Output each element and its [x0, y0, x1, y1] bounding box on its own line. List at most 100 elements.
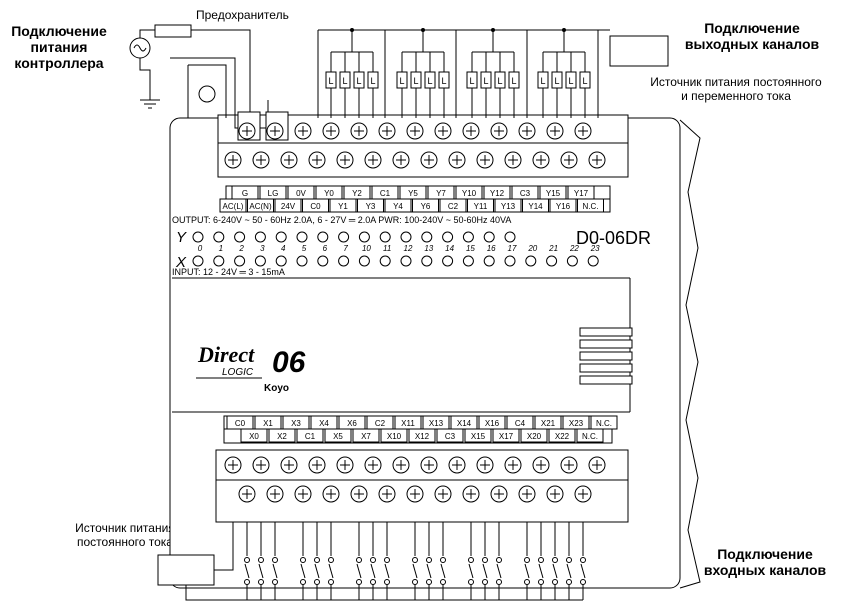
fuse-label: Предохранитель: [196, 8, 289, 22]
switch-lever: [496, 563, 502, 579]
input-label-cell: [352, 428, 380, 443]
y-status-led: [254, 231, 266, 243]
load-label: L: [370, 76, 375, 86]
load-label: L: [342, 76, 347, 86]
y-status-led: [379, 231, 391, 243]
led-number: 6: [323, 244, 328, 253]
input-label-cell: [590, 415, 618, 430]
switch-lever: [468, 563, 474, 579]
switch-lever: [580, 563, 586, 579]
output-terminal-label: C0: [310, 202, 321, 211]
switch-contact: [244, 557, 250, 563]
switch-contact: [482, 557, 488, 563]
input-label-cell: [492, 428, 520, 443]
output-label-cell: [302, 198, 329, 213]
output-terminal-label: Y5: [408, 189, 418, 198]
switch-lever: [300, 563, 306, 579]
input-terminal-label: X20: [527, 432, 542, 441]
input-terminal-label: X3: [291, 419, 301, 428]
y-status-led: [234, 231, 246, 243]
x-status-led: [296, 255, 308, 267]
led-number: 2: [238, 244, 244, 253]
x-status-led: [442, 255, 454, 267]
y-status-led: [442, 231, 454, 243]
x-status-led: [400, 255, 412, 267]
x-status-led: [483, 255, 495, 267]
x-status-led: [358, 255, 370, 267]
output-terminal-label: N.C.: [583, 202, 599, 211]
led-number: 12: [404, 244, 413, 253]
led-number: 0: [198, 244, 203, 253]
led-number: 21: [548, 244, 558, 253]
switch-lever: [244, 563, 250, 579]
input-terminal-label: X4: [319, 419, 329, 428]
directlogic-logo: Direct LOGIC 06 Koyo: [196, 342, 306, 394]
heading-output-channels-line2: выходных каналов: [684, 36, 820, 53]
y-status-led: [275, 231, 287, 243]
input-label-cell: [450, 415, 478, 430]
junction-dot: [350, 28, 354, 32]
heading-controller-power-line2: питания: [30, 39, 88, 56]
output-terminal-label: Y1: [338, 202, 348, 211]
x-status-led: [213, 255, 225, 267]
input-label-cell: [254, 415, 282, 430]
switch-contact: [468, 579, 474, 585]
y-status-led: [213, 231, 225, 243]
switch-contact: [300, 579, 306, 585]
x-status-led: [379, 255, 391, 267]
output-label-cell: [274, 198, 302, 213]
switch-contact: [370, 579, 376, 585]
switch-contact: [426, 579, 432, 585]
switch-contact: [538, 579, 544, 585]
output-terminal-label: Y15: [546, 189, 561, 198]
input-label-cell: [548, 428, 576, 443]
led-number: 17: [508, 244, 517, 253]
ventilation-fins: [579, 327, 633, 385]
switch-contact: [566, 579, 572, 585]
led-number: 22: [569, 244, 579, 253]
input-supply-label-line2: постоянного тока: [77, 534, 173, 549]
switch-contact: [482, 579, 488, 585]
switch-contact: [552, 579, 558, 585]
input-label-cell: [240, 428, 268, 443]
logo-sub: LOGIC: [222, 367, 254, 378]
x-status-led: [504, 255, 516, 267]
input-label-cell: [534, 415, 562, 430]
output-terminal-label: Y2: [352, 189, 362, 198]
led-number: 10: [362, 244, 371, 253]
switch-contact: [496, 557, 502, 563]
input-terminal-label: X22: [555, 432, 570, 441]
switch-contact: [244, 579, 250, 585]
x-status-led: [234, 255, 246, 267]
load-label: L: [469, 76, 474, 86]
input-supply-wire: [185, 585, 233, 601]
input-label-cell: [296, 428, 324, 443]
x-status-led: [275, 255, 287, 267]
x-led-label: X: [175, 254, 187, 271]
output-label-cell: [494, 198, 522, 213]
x-status-led: [254, 255, 266, 267]
x-status-led: [546, 255, 558, 267]
switch-contact: [412, 579, 418, 585]
switch-contact: [566, 557, 572, 563]
output-supply-label-line1: Источник питания постоянного: [650, 75, 822, 89]
plc-body: [169, 64, 701, 589]
input-label-cell: [422, 415, 450, 430]
switch-lever: [258, 563, 264, 579]
output-label-cell: [467, 198, 494, 213]
switch-contact: [524, 579, 530, 585]
switch-contact: [580, 579, 586, 585]
input-label-cell: [408, 428, 436, 443]
output-label-cell: [412, 198, 439, 213]
y-status-led: [317, 231, 329, 243]
load-label: L: [483, 76, 488, 86]
input-label-cell: [394, 415, 422, 430]
load-label: L: [413, 76, 418, 86]
heading-controller-power-line3: контроллера: [14, 55, 104, 72]
output-label-cell: [329, 198, 357, 213]
output-supply-label-line2: и переменного тока: [681, 88, 791, 103]
led-number: 20: [527, 244, 537, 253]
output-terminal-label: C2: [448, 202, 459, 211]
input-label-cell: [226, 415, 254, 430]
